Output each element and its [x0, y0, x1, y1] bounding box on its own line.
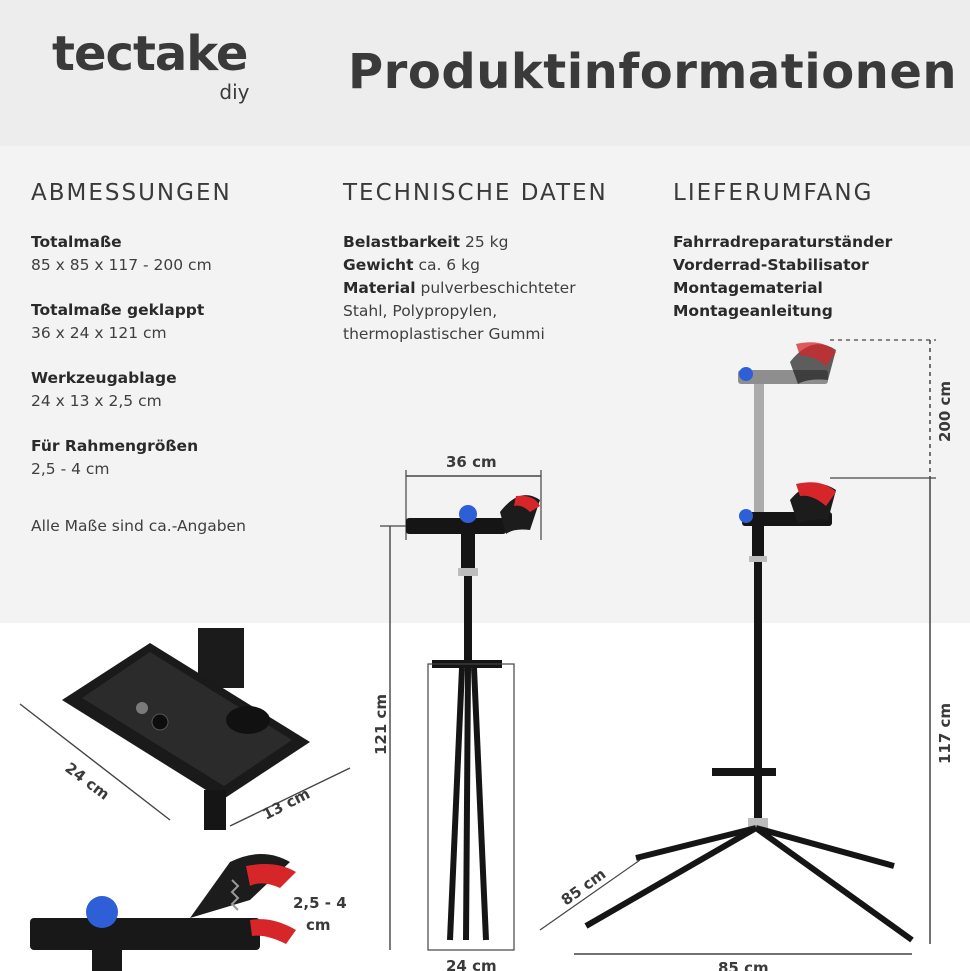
leg: [754, 825, 914, 943]
folded-height-label: 121 cm: [372, 694, 390, 755]
clamp-arm: [30, 918, 260, 950]
leg: [755, 825, 895, 869]
tech-value: pulverbeschichteter: [420, 279, 576, 297]
tray-inner: [82, 652, 292, 786]
header-band: tectake diy Produktinformationen: [0, 0, 970, 146]
leg-hub: [748, 818, 768, 830]
folded-leg: [463, 667, 471, 941]
folded-leg: [447, 667, 465, 941]
dimension-item: Werkzeugablage 24 x 13 x 2,5 cm: [31, 367, 321, 413]
technical-heading: TECHNISCHE DATEN: [343, 180, 608, 206]
base-height-label: 117 cm: [936, 703, 954, 764]
tech-value: ca. 6 kg: [418, 256, 480, 274]
tray: [712, 768, 776, 776]
clamp-red-pad-bottom: [250, 919, 296, 944]
brand-name: tectake: [52, 26, 248, 82]
dim-line-base-side: [539, 859, 641, 931]
tray-post-lower: [204, 790, 226, 830]
scope-item: Montageanleitung: [673, 302, 833, 320]
tool-tray-image: 24 cm 13 cm: [19, 628, 351, 830]
base-width-label: 85 cm: [718, 959, 769, 971]
dimensions-note: Alle Maße sind ca.-Angaben: [31, 517, 246, 535]
folded-tray: [432, 660, 502, 668]
tray-post: [198, 628, 244, 688]
dimension-value: 36 x 24 x 121 cm: [31, 324, 167, 342]
brand-logo: tectake diy: [52, 26, 249, 104]
folded-depth-label: 24 cm: [446, 957, 497, 971]
dimension-item: Für Rahmengrößen 2,5 - 4 cm: [31, 435, 321, 481]
tech-row: Gewicht ca. 6 kg: [343, 254, 643, 277]
tray-cup: [226, 706, 270, 734]
scope-section: LIEFERUMFANG Fahrradreparaturständer Vor…: [673, 182, 963, 323]
dimension-value: 2,5 - 4 cm: [31, 460, 110, 478]
base-side-label: 85 cm: [558, 865, 610, 909]
clamp-range-unit: cm: [306, 916, 331, 934]
folded-depth-box: [427, 663, 515, 951]
dimension-label: Totalmaße: [31, 233, 122, 251]
dimension-value: 85 x 85 x 117 - 200 cm: [31, 256, 212, 274]
dimensions-heading: ABMESSUNGEN: [31, 180, 232, 206]
brand-sub: diy: [219, 80, 250, 104]
tech-label: Material: [343, 279, 416, 297]
technical-section: TECHNISCHE DATEN Belastbarkeit 25 kg Gew…: [343, 182, 643, 346]
dimension-label: Totalmaße geklappt: [31, 301, 205, 319]
scope-item: Vorderrad-Stabilisator: [673, 256, 869, 274]
dimension-label: Für Rahmengrößen: [31, 437, 199, 455]
tech-label: Belastbarkeit: [343, 233, 461, 251]
clamp-range-label: 2,5 - 4: [293, 894, 347, 912]
tray-length-label: 24 cm: [62, 759, 113, 804]
info-panel: ABMESSUNGEN Totalmaße 85 x 85 x 117 - 20…: [0, 146, 970, 623]
leg: [584, 825, 758, 929]
folded-leg: [471, 667, 489, 941]
tech-value-cont: thermoplastischer Gummi: [343, 325, 545, 343]
tray-width-label: 13 cm: [260, 785, 313, 824]
clamp-red-pad-top: [246, 864, 296, 888]
tech-row: Belastbarkeit 25 kg: [343, 231, 643, 254]
clamp-upper-jaw: [190, 854, 290, 918]
tech-row: Material pulverbeschichteter: [343, 277, 643, 300]
scope-item: Fahrradreparaturständer: [673, 233, 893, 251]
dimension-item: Totalmaße geklappt 36 x 24 x 121 cm: [31, 299, 321, 345]
scope-heading: LIEFERUMFANG: [673, 180, 874, 206]
tech-value: 25 kg: [465, 233, 509, 251]
tech-label: Gewicht: [343, 256, 414, 274]
tray-body: [62, 643, 310, 800]
tech-value-cont: Stahl, Polypropylen,: [343, 302, 498, 320]
tray-screw: [136, 702, 148, 714]
page-title: Produktinformationen: [348, 44, 958, 100]
dimension-label: Werkzeugablage: [31, 369, 177, 387]
dimensions-section: ABMESSUNGEN Totalmaße 85 x 85 x 117 - 20…: [31, 182, 321, 538]
dimension-item: Totalmaße 85 x 85 x 117 - 200 cm: [31, 231, 321, 277]
dim-line-tray-length: [19, 703, 171, 821]
clamp-knob: [86, 896, 118, 928]
leg: [635, 825, 757, 861]
tray-hole: [151, 713, 169, 731]
clamp-post: [92, 935, 122, 971]
scope-item: Montagematerial: [673, 279, 823, 297]
dimension-value: 24 x 13 x 2,5 cm: [31, 392, 162, 410]
dim-line-tray-width: [229, 767, 351, 827]
clamp-spring: [230, 879, 240, 911]
clamp-closeup-image: 2,5 - 4 cm: [30, 854, 347, 971]
